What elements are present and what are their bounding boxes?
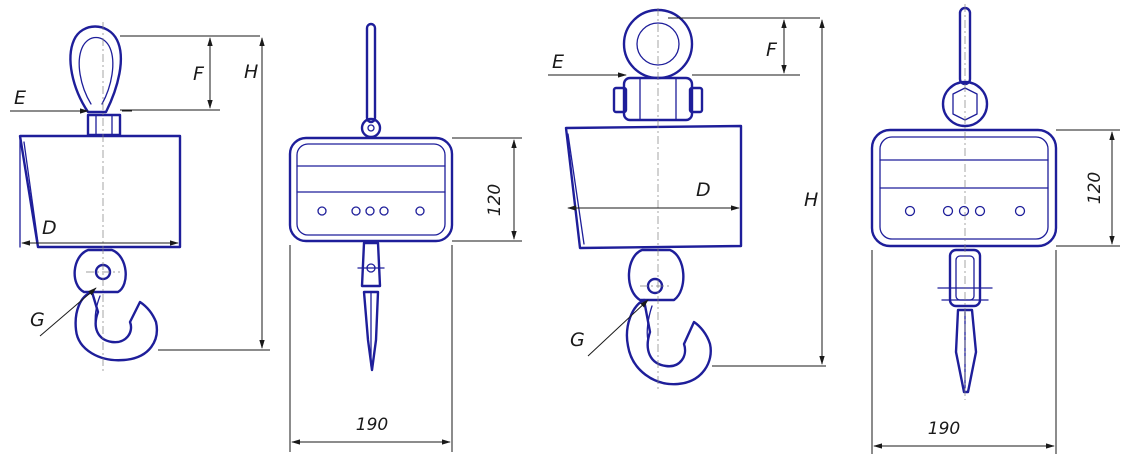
indicator-lamp — [415, 206, 425, 216]
front-view-display-1: 120 190 — [288, 22, 522, 452]
dim-label-f-2: F — [766, 39, 778, 61]
indicator-lamp — [379, 206, 389, 216]
indicator-lamp — [958, 205, 970, 217]
indicator-lamp — [365, 206, 375, 216]
indicator-lamp — [351, 206, 361, 216]
dim-label-height-2: 120 — [1085, 172, 1105, 204]
indicator-lamp — [1014, 205, 1026, 217]
dim-label-d-2: D — [696, 179, 711, 201]
loop-shackle-outer — [69, 25, 123, 114]
dim-label-e-2: E — [552, 51, 564, 73]
indicator-lamp — [942, 205, 954, 217]
dim-label-height: 120 — [485, 184, 505, 216]
front-view-display-2: 120 190 — [870, 4, 1120, 454]
link-block — [86, 113, 122, 137]
dim-label-d: D — [42, 217, 57, 239]
housing-side — [18, 134, 182, 249]
hook-front — [362, 290, 380, 372]
housing-side-2 — [564, 124, 743, 250]
dim-label-h: H — [244, 61, 258, 83]
dim-label-g: G — [30, 309, 45, 331]
bow-shackle-inner — [636, 22, 680, 66]
pin-nut-right — [688, 86, 704, 114]
hook-front-2 — [954, 308, 978, 394]
hook-block-front — [360, 241, 382, 288]
indicator-lamp — [317, 206, 327, 216]
loop-shackle-inner — [78, 36, 114, 105]
hook-2 — [625, 298, 712, 386]
display-housing — [288, 136, 454, 243]
dim-label-e: E — [14, 87, 26, 109]
hook — [74, 290, 159, 362]
hook-block-2 — [627, 248, 685, 302]
indicator-lamp — [904, 205, 916, 217]
hook-block — [73, 248, 127, 294]
dim-label-width-2: 190 — [928, 419, 960, 439]
hanging-rod — [365, 22, 377, 124]
dim-label-h-2: H — [804, 189, 818, 211]
side-view-bow-shackle: E F H D G — [548, 8, 826, 392]
dim-label-g-2: G — [570, 329, 585, 351]
indicator-lamp — [974, 205, 986, 217]
display-housing-2 — [870, 128, 1058, 248]
dim-label-width: 190 — [356, 415, 388, 435]
pin-nut-left — [612, 86, 628, 114]
dim-label-f: F — [193, 63, 205, 85]
side-view-loop-shackle: E F H D G — [10, 22, 270, 372]
shackle-ring — [941, 80, 989, 128]
